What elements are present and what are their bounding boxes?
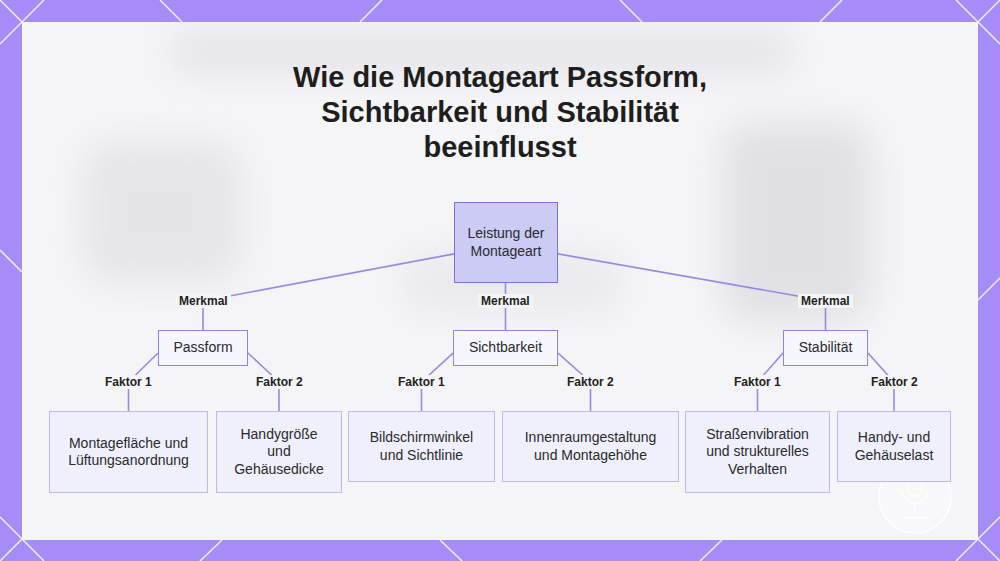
edge-label: Faktor 2	[868, 375, 921, 389]
node-label: Handy- und Gehäuselast	[848, 429, 940, 464]
factor-box: Straßenvibration und strukturelles Verha…	[685, 411, 830, 493]
node-label: Passform	[173, 339, 232, 357]
node-label: Leistung der Montageart	[467, 225, 545, 260]
edge-label: Faktor 1	[731, 375, 784, 389]
root-box: Leistung der Montageart	[454, 202, 558, 283]
node-label: Bildschirmwinkel und Sichtlinie	[359, 429, 484, 464]
node-label: Stabilität	[799, 339, 853, 357]
factor-box: Montagefläche und Lüftungsanordnung	[49, 411, 208, 493]
diagram-title: Wie die Montageart Passform, Sichtbarkei…	[260, 60, 740, 164]
edge-label: Merkmal	[798, 294, 853, 308]
factor-box: Handy- und Gehäuselast	[837, 411, 951, 482]
node-label: Sichtbarkeit	[469, 339, 542, 357]
edge-label: Merkmal	[478, 294, 533, 308]
connector	[558, 254, 826, 330]
connector	[203, 254, 454, 330]
node-label: Innenraumgestaltung und Montagehöhe	[513, 429, 668, 464]
node-label: Handygröße und Gehäusedicke	[227, 426, 331, 479]
node-label: Straßenvibration und strukturelles Verha…	[696, 426, 819, 479]
feature-box: Stabilität	[783, 330, 868, 366]
edge-label: Faktor 1	[102, 375, 155, 389]
factor-box: Innenraumgestaltung und Montagehöhe	[502, 411, 679, 482]
edge-label: Faktor 2	[253, 375, 306, 389]
feature-box: Sichtbarkeit	[453, 330, 558, 366]
factor-box: Bildschirmwinkel und Sichtlinie	[348, 411, 495, 482]
feature-box: Passform	[158, 330, 248, 366]
node-label: Montagefläche und Lüftungsanordnung	[60, 435, 197, 470]
edge-label: Merkmal	[176, 294, 231, 308]
factor-box: Handygröße und Gehäusedicke	[216, 411, 342, 493]
edge-label: Faktor 2	[564, 375, 617, 389]
edge-label: Faktor 1	[395, 375, 448, 389]
